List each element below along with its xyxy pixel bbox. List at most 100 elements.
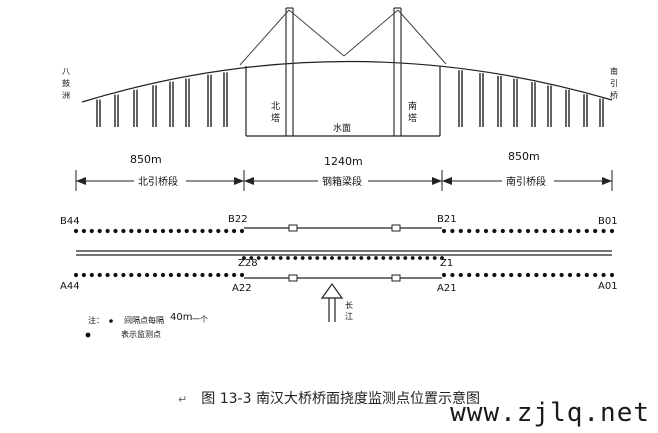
monitoring-point-a — [129, 272, 134, 278]
monitoring-point-b — [492, 228, 497, 234]
monitoring-point-z — [249, 256, 254, 260]
monitoring-point-b — [208, 228, 213, 234]
monitoring-point-b — [89, 228, 94, 234]
a-joint-right — [391, 274, 401, 282]
deck-arch — [81, 60, 613, 103]
monitoring-point-a — [239, 272, 245, 278]
monitoring-point-z — [278, 256, 283, 260]
monitoring-point-z — [322, 256, 327, 260]
note-dot-legend — [85, 332, 91, 338]
monitoring-point-a — [208, 272, 213, 278]
note-text2: 一个 — [192, 315, 208, 324]
monitoring-point-a — [467, 272, 472, 278]
monitoring-point-b — [224, 228, 229, 234]
monitoring-point-b — [601, 228, 606, 234]
monitoring-point-b — [97, 228, 102, 234]
monitoring-point-z — [308, 256, 312, 260]
monitoring-point-z — [256, 256, 261, 260]
monitoring-point-b — [475, 228, 480, 234]
monitoring-point-z — [242, 256, 246, 260]
label-B22: B22 — [228, 214, 248, 225]
monitoring-point-a — [200, 272, 205, 278]
monitoring-point-z — [410, 256, 415, 260]
north-tower-label: 北塔 — [271, 101, 280, 124]
monitoring-point-a — [105, 272, 110, 278]
monitoring-point-z — [432, 256, 437, 260]
monitoring-point-b — [567, 228, 573, 234]
segment-right-label: 南引桥段 — [506, 175, 546, 188]
monitoring-point-a — [145, 272, 150, 278]
monitoring-point-a — [601, 272, 606, 278]
monitoring-point-z — [359, 256, 364, 260]
monitoring-point-a — [441, 272, 447, 278]
monitoring-point-b — [129, 228, 134, 234]
note-text1: 间隔点每隔 — [124, 315, 164, 325]
note-distance: 40m — [170, 312, 192, 323]
monitoring-point-z — [396, 256, 400, 260]
monitoring-point-b — [145, 228, 150, 234]
monitoring-point-a — [160, 272, 166, 278]
monitoring-point-b — [509, 228, 514, 234]
monitoring-point-z — [374, 256, 378, 260]
span-right-label: 850m — [508, 150, 540, 163]
svg-text:南引桥: 南引桥 — [610, 66, 618, 100]
span-mid-label: 1240m — [324, 155, 363, 168]
monitoring-point-a — [542, 272, 547, 278]
monitoring-point-a — [475, 272, 480, 278]
monitoring-point-a — [551, 272, 556, 278]
span-left-label: 850m — [130, 153, 162, 166]
monitoring-point-a — [593, 272, 598, 278]
monitoring-point-a — [81, 272, 86, 278]
b-row-points — [73, 228, 615, 234]
monitoring-point-b — [184, 228, 189, 234]
monitoring-point-b — [609, 228, 615, 234]
monitoring-point-a — [152, 272, 158, 278]
monitoring-point-b — [168, 228, 173, 234]
monitoring-point-a — [576, 272, 581, 278]
monitoring-point-b — [200, 228, 205, 234]
monitoring-point-b — [73, 228, 79, 234]
south-tower — [393, 7, 402, 136]
monitoring-point-b — [576, 228, 581, 234]
monitoring-point-b — [121, 228, 126, 234]
monitoring-point-b — [584, 228, 589, 234]
monitoring-point-a — [609, 272, 615, 278]
label-A01: A01 — [598, 281, 618, 292]
monitoring-point-b — [525, 228, 531, 234]
north-tower — [285, 7, 294, 136]
monitoring-point-b — [216, 228, 221, 234]
caption-text: 图 13-3 南汉大桥桥面挠度监测点位置示意图 — [201, 391, 480, 407]
monitoring-point-b — [551, 228, 556, 234]
left-end-label: 八鼓洲 — [62, 67, 70, 100]
z-row-points — [242, 256, 444, 260]
note-dot — [109, 319, 113, 323]
label-Z28: Z28 — [238, 258, 258, 269]
monitoring-point-b — [559, 228, 564, 234]
monitoring-point-b — [192, 228, 197, 234]
monitoring-point-z — [403, 256, 408, 260]
monitoring-point-a — [224, 272, 229, 278]
monitoring-point-a — [216, 272, 221, 278]
monitoring-point-a — [559, 272, 564, 278]
monitoring-point-a — [450, 272, 455, 278]
monitoring-point-a — [492, 272, 497, 278]
monitoring-point-b — [232, 228, 237, 234]
approach-piers — [96, 70, 604, 127]
monitoring-point-a — [89, 272, 94, 278]
label-B01: B01 — [598, 216, 618, 227]
monitoring-point-b — [81, 228, 86, 234]
monitoring-point-a — [509, 272, 514, 278]
monitoring-point-a — [534, 272, 539, 278]
label-Z1: Z1 — [440, 258, 453, 269]
monitoring-point-a — [176, 272, 181, 278]
segment-mid-label: 钢箱梁段 — [322, 175, 362, 188]
monitoring-point-b — [441, 228, 447, 234]
svg-text:八鼓洲: 八鼓洲 — [62, 67, 70, 100]
water-surface-label: 水面 — [333, 122, 351, 134]
monitoring-point-z — [293, 256, 298, 260]
segment-left-label: 北引桥段 — [138, 175, 178, 188]
monitoring-point-a — [232, 272, 237, 278]
watermark: www.zjlq.net — [450, 398, 650, 428]
paragraph-mark: ↵ — [178, 393, 188, 406]
